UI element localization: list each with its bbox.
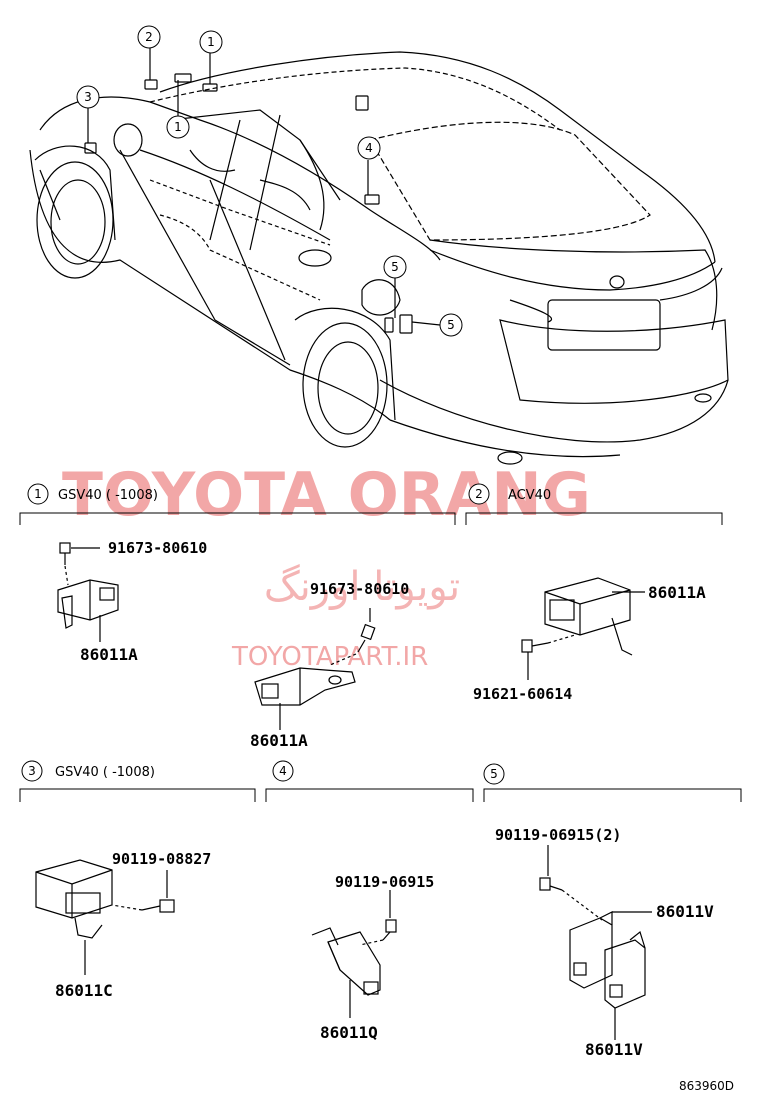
bolt-icon — [357, 623, 376, 653]
section-label: GSV40 ( -1008) — [55, 765, 155, 780]
part-number: 91621-60614 — [473, 685, 572, 703]
part-number: 90119-06915(2) — [495, 826, 621, 844]
callout-number: 5 — [447, 318, 455, 332]
callout-number: 1 — [174, 120, 182, 134]
section-number: 3 — [28, 764, 36, 778]
callout-circle: 5 — [383, 255, 407, 279]
callout-number: 5 — [391, 260, 399, 274]
relay-icon — [35, 859, 113, 939]
part-number: 86011V — [585, 1040, 643, 1059]
part-number: 90119-08827 — [112, 850, 211, 868]
watermark-brand: TOYOTA ORANG — [62, 460, 591, 530]
callout-circle: 4 — [357, 136, 381, 160]
relay-icon — [57, 579, 119, 629]
section-header-5: 5 — [483, 763, 742, 802]
section-label: GSV40 ( -1008) — [58, 488, 158, 503]
callout-circle: 3 — [76, 85, 100, 109]
bolt-icon — [521, 639, 549, 653]
callout-number: 3 — [84, 90, 92, 104]
section-2-parts — [521, 577, 645, 680]
part-number: 86011Q — [320, 1023, 378, 1042]
section-header-1: 1 GSV40 ( -1008) — [19, 483, 456, 525]
relay-icon — [254, 667, 356, 706]
section-5-parts — [539, 845, 652, 1040]
overview-callouts: 2 1 3 1 4 5 5 — [76, 25, 463, 337]
part-number: 86011C — [55, 981, 113, 1000]
section-number: 4 — [279, 764, 287, 778]
callout-circle: 1 — [199, 30, 223, 54]
part-number: 86011A — [250, 731, 308, 750]
part-number: 86011V — [656, 902, 714, 921]
section-4-parts — [311, 890, 397, 1018]
section-number: 1 — [34, 487, 42, 501]
watermark-url: TOYOTAPART.IR — [231, 642, 428, 672]
section-1-parts — [57, 542, 376, 730]
section-header-4: 4 — [265, 760, 474, 802]
part-number: 91673-80610 — [108, 539, 207, 557]
relay-icon — [311, 927, 381, 996]
callout-circle: 1 — [166, 115, 190, 139]
callout-number: 2 — [145, 30, 153, 44]
callout-number: 1 — [207, 35, 215, 49]
relay-icon — [544, 577, 633, 656]
relay-icon — [569, 911, 613, 989]
bolt-icon — [382, 919, 397, 941]
section-label: ACV40 — [508, 488, 551, 503]
callout-circle: 2 — [137, 25, 161, 49]
section-number: 5 — [490, 767, 498, 781]
section-3-parts — [35, 859, 175, 975]
car-overview-illustration — [29, 48, 729, 465]
section-header-2: 2 ACV40 — [465, 483, 723, 525]
callout-circle: 5 — [439, 313, 463, 337]
callout-number: 4 — [365, 141, 373, 155]
part-number: 90119-06915 — [335, 873, 434, 891]
part-number: 86011A — [648, 583, 706, 602]
diagram-code: 863960D — [679, 1079, 734, 1093]
part-number: 86011A — [80, 645, 138, 664]
section-header-3: 3 GSV40 ( -1008) — [19, 760, 256, 802]
watermark-persian: تویوتا اورنگ — [264, 564, 460, 610]
bolt-icon — [539, 877, 563, 891]
section-number: 2 — [475, 487, 483, 501]
bolt-icon — [59, 542, 71, 565]
part-number: 91673-80610 — [310, 580, 409, 598]
relay-icon — [604, 930, 646, 1009]
bolt-icon — [141, 899, 175, 913]
